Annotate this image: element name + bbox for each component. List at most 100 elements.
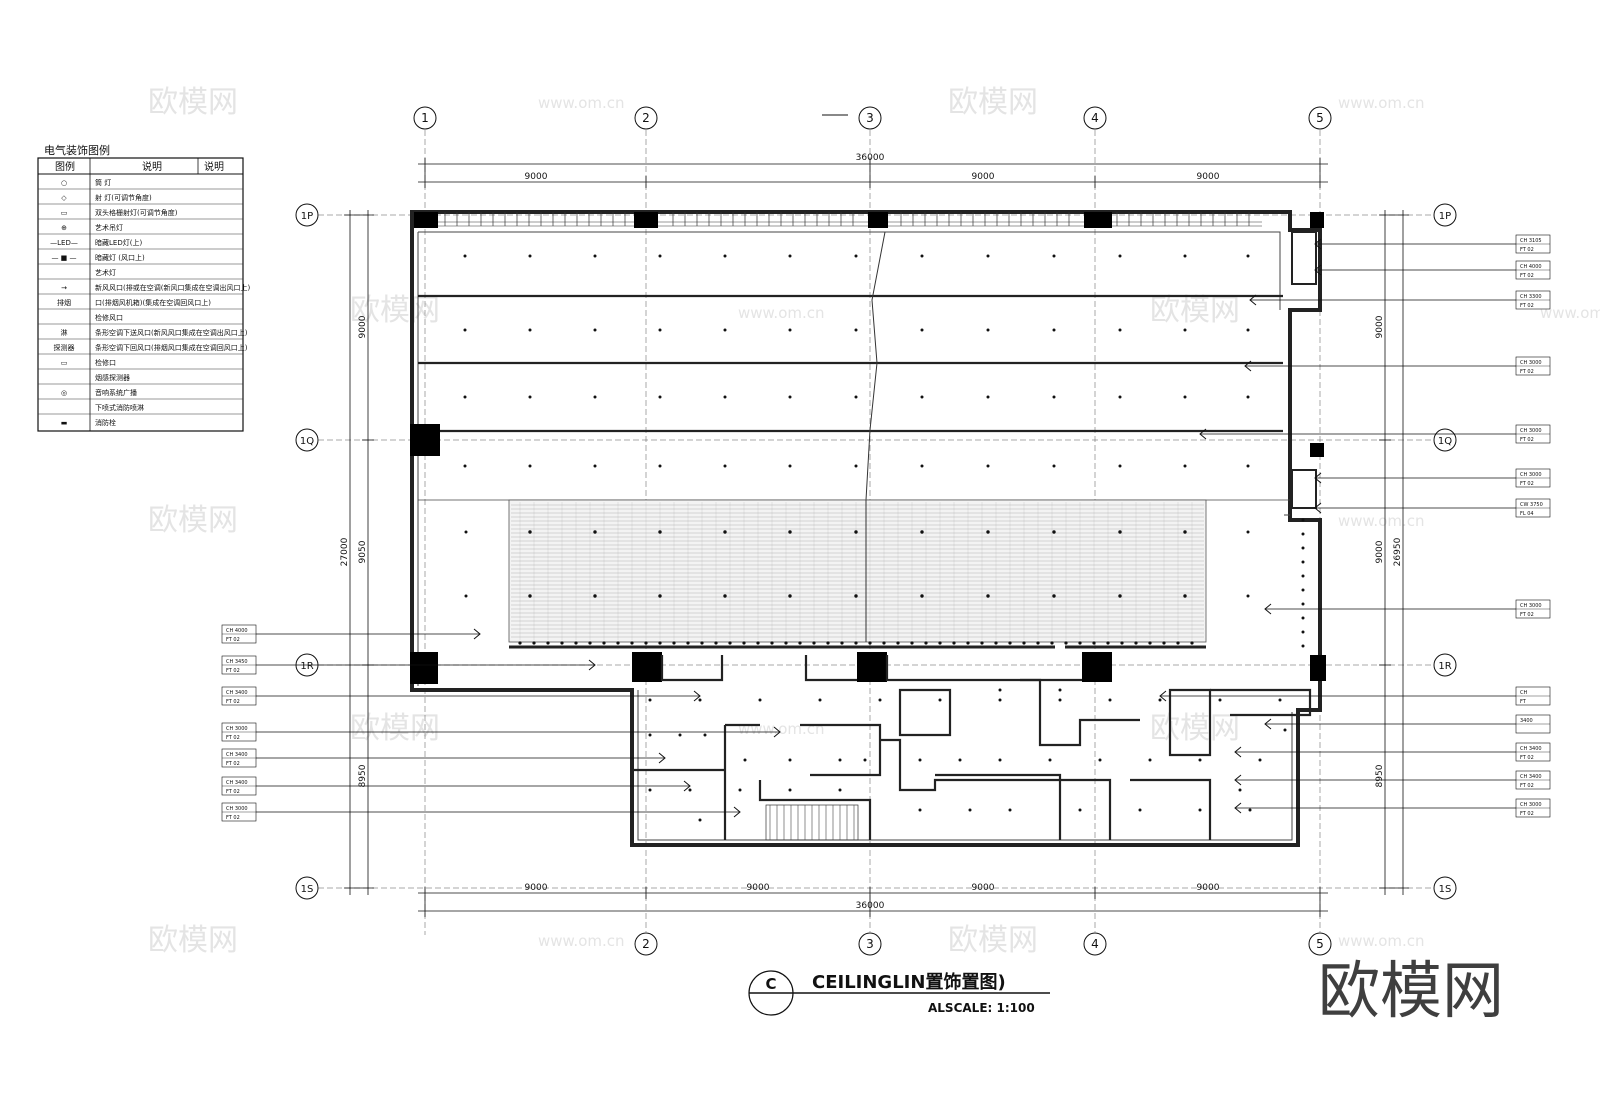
- dim-bay: 9000: [525, 172, 548, 182]
- watermark-url: www.om.cn: [738, 720, 825, 738]
- outer-wall: [410, 210, 1322, 847]
- legend-description: 艺术吊灯: [95, 223, 123, 232]
- legend-description: 新风风口(排或在空调(新风口集成在空调出风口上): [95, 283, 250, 292]
- tag-finish: FT 02: [1520, 811, 1534, 817]
- legend-description: 口(排烟风机箱)(集成在空调回风口上): [95, 298, 211, 307]
- watermark-url: www.om.cn: [538, 94, 625, 112]
- grid-row-label: 1P: [301, 211, 313, 222]
- lower-rooms: [632, 655, 1312, 840]
- legend-description: 检修风口: [95, 313, 123, 322]
- dim-row: 9000: [1375, 315, 1385, 338]
- tag-ceiling-height: 3400: [1520, 718, 1533, 724]
- tag-ceiling-height: CW 3750: [1520, 502, 1543, 508]
- dim-bay: 9000: [972, 172, 995, 182]
- legend-description: 检修口: [95, 358, 116, 367]
- columns: [410, 212, 1326, 684]
- tag-ceiling-height: CH 3000: [1520, 428, 1542, 434]
- legend-symbol: 淋: [61, 328, 68, 337]
- tag-ceiling-height: CH 3105: [1520, 238, 1542, 244]
- tag-ceiling-height: CH 3000: [226, 806, 248, 812]
- dim-bay: 9000: [1197, 172, 1220, 182]
- legend-header: 说明: [142, 160, 162, 173]
- grid-col-label: 5: [1316, 111, 1324, 125]
- legend-symbol: ▬: [61, 419, 68, 427]
- grid-col-label: 5: [1316, 937, 1324, 951]
- legend-symbol: ▭: [61, 209, 68, 217]
- dim-total-h: 36000: [856, 153, 885, 163]
- tag-finish: FT 02: [1520, 612, 1534, 618]
- grid-col-label: 3: [866, 937, 874, 951]
- tag-finish: FT 02: [1520, 437, 1534, 443]
- legend-description: 条形空调下送风口(新风风口集成在空调出风口上): [95, 328, 248, 337]
- tag-ceiling-height: CH 3400: [226, 780, 248, 786]
- logo-watermark: 欧模网: [1318, 954, 1504, 1027]
- tag-ceiling-height: CH 3000: [226, 726, 248, 732]
- legend-table: 电气装饰图例 图例 说明 说明 ○筒 灯◇射 灯(可调节角度)▭双头格栅射灯(可…: [37, 143, 250, 432]
- watermark-url: www.om.cn: [1338, 512, 1425, 530]
- watermark-url: www.om.cn: [738, 304, 825, 322]
- tag-ceiling-height: CH 3400: [226, 690, 248, 696]
- grid-col-label: 1: [421, 111, 429, 125]
- grid-col-label: 4: [1091, 937, 1099, 951]
- tag-finish: FT 02: [226, 735, 240, 741]
- grid-row-label: 1S: [301, 884, 314, 895]
- legend-symbol: ◎: [61, 389, 67, 397]
- grid-bubbles-top: 1 2 3 4 5: [413, 106, 1332, 130]
- legend-description: 双头格栅射灯(可调节角度): [95, 208, 178, 217]
- legend-description: 射 灯(可调节角度): [95, 193, 152, 202]
- tag-finish: FT 02: [1520, 369, 1534, 375]
- legend-symbol: —LED—: [50, 239, 78, 247]
- tag-ceiling-height: CH 3400: [226, 752, 248, 758]
- grid-row-label: 1Q: [1438, 436, 1452, 447]
- watermark-url: www.om.cn: [538, 932, 625, 950]
- dim-row: 8950: [358, 764, 368, 787]
- dim-total-v: 27000: [340, 537, 350, 566]
- ceiling-lights: [463, 254, 1287, 822]
- grid-row-label: 1P: [1439, 211, 1451, 222]
- legend-description: 下喷式消防喷淋: [95, 403, 144, 412]
- grid-col-label: 2: [642, 111, 650, 125]
- tag-ceiling-height: CH 3000: [1520, 603, 1542, 609]
- dim-total-v-right: 26950: [1393, 537, 1403, 566]
- watermark-url: www.om.cn: [1338, 932, 1425, 950]
- legend-symbol: 探测器: [54, 343, 75, 352]
- window-mullions: [444, 212, 1250, 226]
- tag-finish: FL 04: [1520, 511, 1534, 517]
- grid-bubbles-bottom: 2 3 4 5: [634, 932, 1332, 956]
- tag-finish: FT 02: [226, 815, 240, 821]
- legend-description: 烟感探测器: [95, 373, 130, 382]
- legend-symbol: — ■ —: [51, 254, 76, 262]
- grid-row-label: 1Q: [300, 436, 314, 447]
- watermark-cn: 欧模网: [148, 923, 238, 958]
- dim-row: 9000: [1375, 540, 1385, 563]
- tag-ceiling-height: CH 3300: [1520, 294, 1542, 300]
- tag-ceiling-height: CH 3400: [1520, 774, 1542, 780]
- legend-symbol: 排烟: [57, 298, 71, 307]
- floor-plan: [410, 210, 1326, 847]
- tag-ceiling-height: CH 3400: [1520, 746, 1542, 752]
- dim-bay: 9000: [747, 883, 770, 893]
- legend-description: 暗藏灯 (风口上): [95, 253, 145, 262]
- dim-bay: 9000: [525, 883, 548, 893]
- title-block: C CEILINGLIN置饰置图) ALSCALE: 1:100: [748, 970, 1050, 1016]
- tag-ceiling-height: CH 3000: [1520, 472, 1542, 478]
- legend-description: 消防栓: [95, 418, 116, 427]
- legend-symbol: →: [61, 284, 67, 292]
- drawing-scale: ALSCALE: 1:100: [928, 1001, 1035, 1015]
- title-mark: C: [765, 975, 776, 993]
- watermark-cn: 欧模网: [350, 711, 440, 746]
- tag-finish: FT 02: [226, 699, 240, 705]
- legend-description: 条形空调下回风口(排烟风口集成在空调回风口上): [95, 343, 248, 352]
- tag-ceiling-height: CH 4000: [1520, 264, 1542, 270]
- tag-finish: FT 02: [1520, 273, 1534, 279]
- watermark-cn: 欧模网: [948, 85, 1038, 120]
- legend-symbol: ▭: [61, 359, 68, 367]
- dimension-labels: 36000 9000 9000 9000 9000 9000 9000 9000…: [340, 153, 1403, 911]
- legend-symbol: ◇: [61, 194, 67, 202]
- tag-ceiling-height: CH 3450: [226, 659, 248, 665]
- tag-finish: FT 02: [1520, 755, 1534, 761]
- legend-description: 筒 灯: [95, 178, 111, 187]
- grid-row-label: 1R: [300, 661, 313, 672]
- dim-total-h: 36000: [856, 901, 885, 911]
- watermark-cn: 欧模网: [148, 85, 238, 120]
